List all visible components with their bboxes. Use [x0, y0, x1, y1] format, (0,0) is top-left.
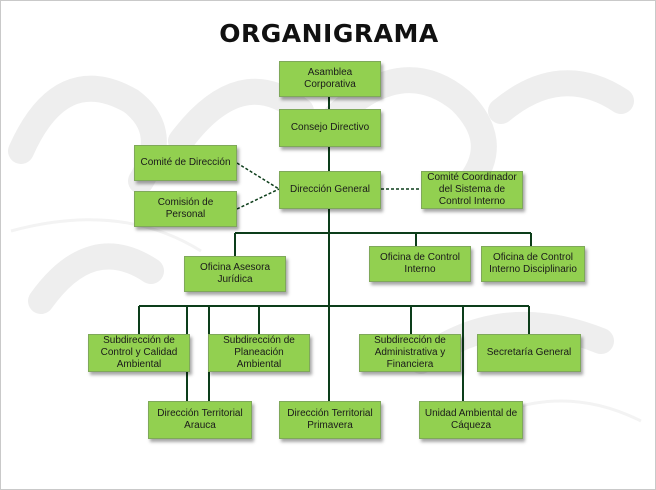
- node-oficina-control-disciplinario: Oficina de Control Interno Disciplinario: [481, 246, 585, 282]
- node-direccion-territorial-primavera: Dirección Territorial Primavera: [279, 401, 381, 439]
- node-unidad-ambiental-caqueza: Unidad Ambiental de Cáqueza: [419, 401, 523, 439]
- node-comision-personal: Comisión de Personal: [134, 191, 237, 227]
- node-oficina-asesora-juridica: Oficina Asesora Jurídica: [184, 256, 286, 292]
- node-asamblea-corporativa: Asamblea Corporativa: [279, 61, 381, 97]
- node-oficina-control-interno: Oficina de Control Interno: [369, 246, 471, 282]
- node-comite-direccion: Comité de Dirección: [134, 145, 237, 181]
- node-direccion-territorial-arauca: Dirección Territorial Arauca: [148, 401, 252, 439]
- node-direccion-general: Dirección General: [279, 171, 381, 209]
- node-subdireccion-control-calidad: Subdirección de Control y Calidad Ambien…: [88, 334, 190, 372]
- page-title: ORGANIGRAMA: [219, 19, 439, 48]
- node-consejo-directivo: Consejo Directivo: [279, 109, 381, 147]
- node-comite-coordinador: Comité Coordinador del Sistema de Contro…: [421, 171, 523, 209]
- node-subdireccion-administrativa: Subdirección de Administrativa y Financi…: [359, 334, 461, 372]
- node-secretaria-general: Secretaría General: [477, 334, 581, 372]
- node-subdireccion-planeacion: Subdirección de Planeación Ambiental: [208, 334, 310, 372]
